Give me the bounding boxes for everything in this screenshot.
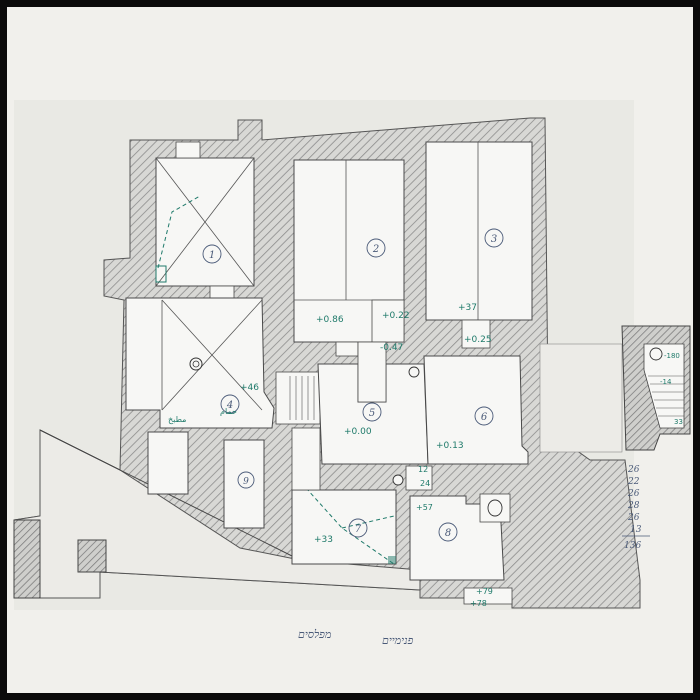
small-cell xyxy=(291,427,321,491)
courtyard xyxy=(539,343,623,453)
wc-cell xyxy=(479,493,511,523)
level-mark: +0.25 xyxy=(464,335,492,345)
level-mark: 33 xyxy=(674,418,683,426)
stair-steps xyxy=(648,375,684,417)
green-marker xyxy=(155,265,167,283)
level-mark: +0.00 xyxy=(344,427,372,437)
room-number: 4 xyxy=(226,400,233,411)
room-number: 7 xyxy=(355,524,362,535)
projection xyxy=(223,439,265,529)
bottom-caption: מפלסים xyxy=(298,628,332,641)
green-dash-line xyxy=(305,487,395,565)
column-marker xyxy=(189,357,203,371)
entry-step xyxy=(463,587,513,605)
column-marker xyxy=(392,474,404,486)
passage xyxy=(275,371,321,425)
level-mark: +37 xyxy=(458,303,477,313)
sum-value: 13 xyxy=(630,525,642,535)
room-note: مطبخ xyxy=(168,415,186,424)
level-mark: -180 xyxy=(664,352,680,360)
level-mark: +0.13 xyxy=(436,441,464,451)
room-f xyxy=(291,489,397,565)
level-mark: +0.22 xyxy=(382,311,410,321)
room-number: 3 xyxy=(491,234,497,245)
sum-total: 136 xyxy=(624,541,641,551)
green-dash-line xyxy=(157,195,201,269)
corridor xyxy=(357,341,387,403)
room-number-markers: 1 2 3 4 5 6 7 8 9 xyxy=(202,228,504,542)
room-number: 8 xyxy=(445,528,451,539)
level-marks: +0.86 +0.22 +37 +0.25 -0.47 +46 +0.00 +0… xyxy=(240,303,683,608)
level-mark: +78 xyxy=(470,599,487,608)
wc-fixture xyxy=(487,499,503,517)
vault-diagonal xyxy=(155,157,255,287)
side-sum: 26 22 26 28 26 13 136 xyxy=(622,465,650,551)
room-number: 1 xyxy=(209,250,215,261)
room-number: 2 xyxy=(372,244,379,255)
stair-treads xyxy=(289,376,315,420)
room-number: 5 xyxy=(369,408,375,419)
street-pier-2 xyxy=(13,519,41,599)
level-mark: +0.86 xyxy=(316,315,344,325)
column-marker xyxy=(192,360,200,368)
vault-diagonal xyxy=(161,299,263,411)
stair-interior xyxy=(643,343,685,429)
sum-value: 26 xyxy=(627,465,640,475)
small-cell xyxy=(405,465,433,491)
projection xyxy=(147,431,189,495)
sum-value: 26 xyxy=(627,513,640,523)
column-marker xyxy=(408,366,420,378)
street-strip xyxy=(13,429,421,599)
room-c xyxy=(425,141,533,321)
room-number: 6 xyxy=(481,412,488,423)
sum-value: 26 xyxy=(627,489,640,499)
level-mark: 24 xyxy=(420,479,430,488)
level-mark: -0.47 xyxy=(380,343,403,353)
street-pier-1 xyxy=(77,539,107,573)
room-e xyxy=(423,355,529,465)
alcove xyxy=(371,299,405,343)
street-edge xyxy=(39,429,301,561)
room-number: 9 xyxy=(243,477,249,487)
level-mark: -14 xyxy=(660,378,672,386)
room-note: حمام xyxy=(220,407,237,416)
level-mark: +57 xyxy=(416,503,433,512)
door-opening xyxy=(461,319,491,349)
level-mark: 12 xyxy=(418,465,428,474)
bottom-caption: פנימיים xyxy=(382,634,414,647)
level-mark: +79 xyxy=(476,587,493,596)
sum-value: 28 xyxy=(627,501,640,511)
level-mark: +33 xyxy=(314,535,333,545)
level-mark: +46 xyxy=(240,383,259,393)
sum-value: 22 xyxy=(627,477,640,487)
green-marker xyxy=(388,556,396,564)
door-opening xyxy=(175,141,201,159)
column-marker xyxy=(649,347,663,361)
door-opening xyxy=(335,341,359,357)
green-dash-line xyxy=(341,515,395,529)
